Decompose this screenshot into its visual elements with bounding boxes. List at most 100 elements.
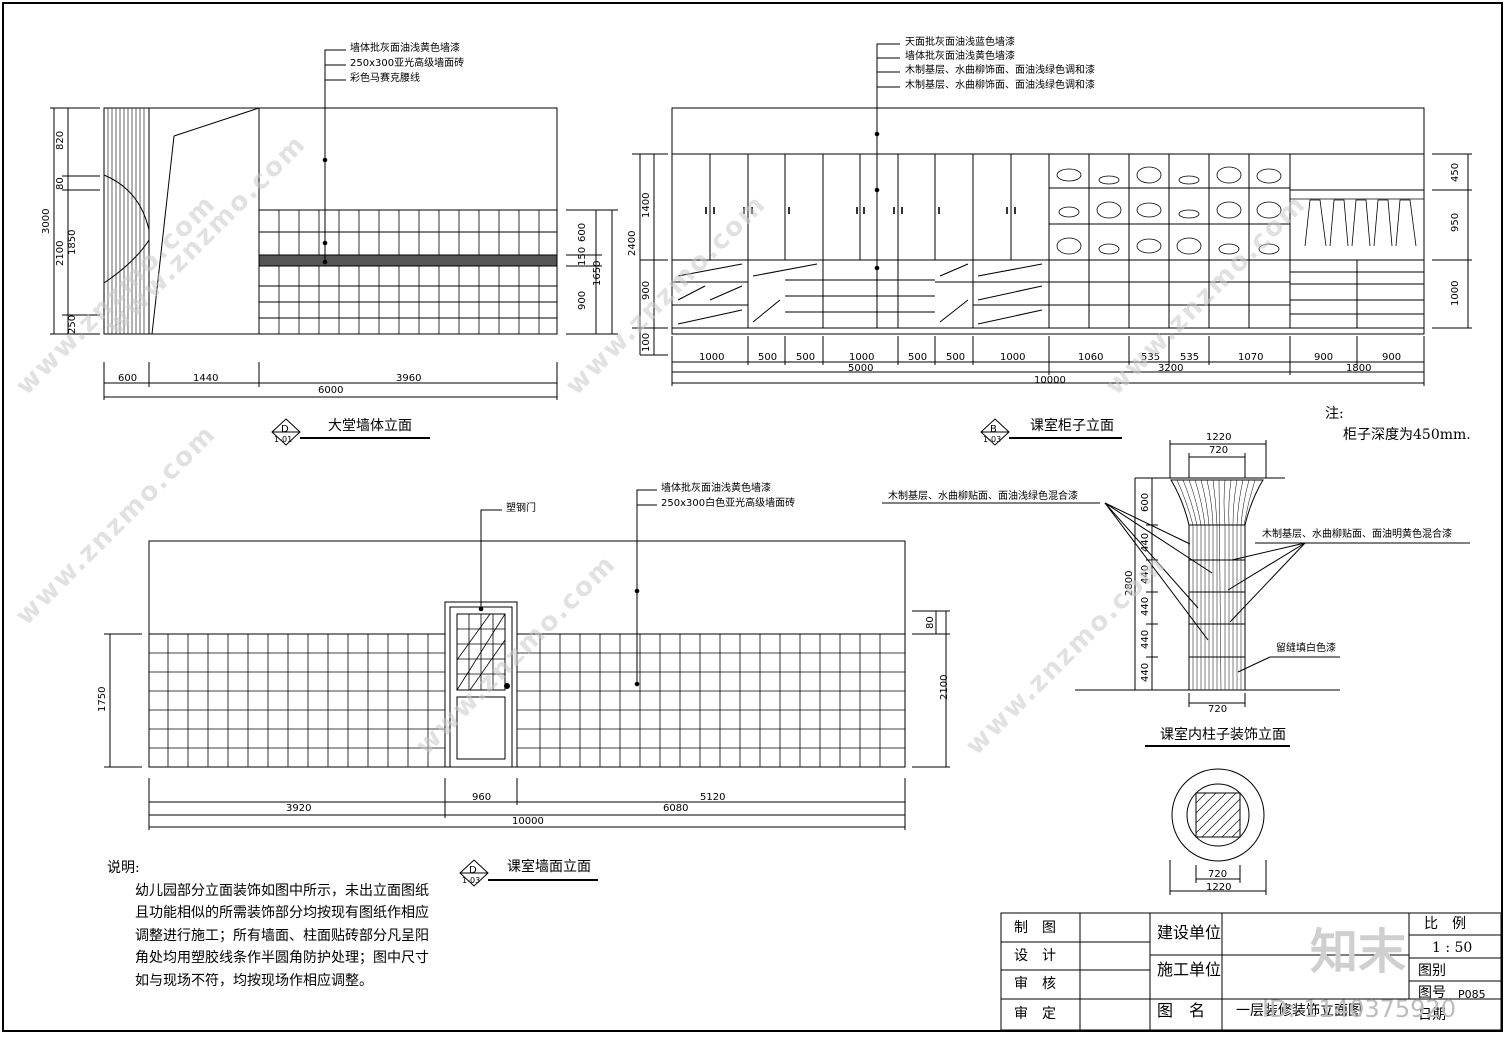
cabinet-dim-1000: 1000 [1450, 280, 1461, 306]
column-plan-dim-1220: 1220 [1206, 882, 1232, 893]
title-block [1000, 912, 1502, 1031]
lobby-title: 大堂墙体立面 [328, 418, 412, 434]
classwall-dim-960: 960 [472, 792, 492, 803]
watermark-id: ID: 1140375920 [1262, 995, 1456, 1023]
cabinet-dim-2400: 2400 [627, 230, 638, 256]
lobby-note-3: 彩色马赛克腰线 [350, 73, 420, 84]
column-dim-600: 600 [1140, 492, 1151, 512]
cabinet-dim-450: 450 [1450, 162, 1461, 182]
cabinet-dim-h-2: 500 [758, 352, 778, 363]
tb-drawn: 制 图 [1014, 920, 1056, 936]
cabinet-dim-h-4: 1000 [849, 352, 875, 363]
classwall-note-2: 250x300白色亚光高级墙面砖 [661, 498, 796, 509]
cabinet-dim-h-12: 900 [1314, 352, 1334, 363]
column-plan-dim-720: 720 [1208, 869, 1228, 880]
cabinet-dim-h-13: 900 [1382, 352, 1402, 363]
description-line-5: 如与现场不符，均按现场作相应调整。 [135, 973, 373, 989]
cabinet-note-2: 墙体批灰面油浅黄色墙漆 [905, 51, 1015, 62]
classwall-dim-1750: 1750 [97, 686, 108, 712]
column-dim-1220: 1220 [1206, 432, 1232, 443]
lobby-dim-80: 80 [55, 177, 66, 190]
lobby-dim-1650: 1650 [592, 260, 603, 286]
lobby-tag-letter: D [281, 424, 289, 435]
cabinet-dim-950: 950 [1450, 212, 1461, 232]
lobby-dim-2100: 2100 [55, 240, 66, 266]
tb-scale-label: 比 例 [1424, 916, 1466, 932]
cabinet-dim-h-9: 535 [1141, 352, 1161, 363]
tb-client: 建设单位 [1157, 923, 1222, 942]
classwall-dim-10000: 10000 [512, 816, 544, 827]
cabinet-note-3: 木制基层、水曲柳饰面、面油浅绿色调和漆 [905, 65, 1095, 76]
cabinet-dim-1400: 1400 [641, 192, 652, 218]
lobby-dim-1850: 1850 [67, 229, 78, 255]
cabinet-dim-h-3: 500 [796, 352, 816, 363]
tb-number: 图号 [1418, 985, 1446, 1001]
description-line-4: 角处均用塑胶线条作半圆角防护处理；图中尺寸 [135, 950, 429, 966]
watermark-brand: 知末 [1310, 924, 1407, 980]
column-dim-bottom: 720 [1208, 704, 1228, 715]
cabinet-dim-h-11: 1070 [1238, 352, 1264, 363]
cabinet-dim-h-6: 500 [946, 352, 966, 363]
classwall-dim-5120: 5120 [700, 792, 726, 803]
cabinet-dim-total: 10000 [1034, 375, 1066, 386]
tb-number-value: P085 [1458, 988, 1486, 1001]
cabinet-dim-h-8: 1060 [1078, 352, 1104, 363]
cabinet-tag-letter: B [990, 424, 997, 435]
lobby-dim-h-6000: 6000 [318, 385, 344, 396]
description-line-3: 调整进行施工；所有墙面、柱面贴砖部分凡呈阳 [135, 928, 429, 944]
column-elevation [882, 440, 1470, 895]
lobby-dim-820: 820 [55, 130, 66, 150]
lobby-dim-600: 600 [577, 222, 588, 242]
column-dim-440-5: 440 [1140, 662, 1151, 682]
tb-design: 设 计 [1014, 948, 1056, 964]
column-note-gap: 留缝填白色漆 [1276, 643, 1336, 654]
cabinet-dim-group-2: 3200 [1158, 363, 1184, 374]
classwall-door-label: 塑钢门 [506, 503, 536, 514]
cabinet-tag-ref: 1-03 [983, 435, 1002, 444]
classwall-elevation [104, 489, 950, 887]
tb-scale-value: 1 : 50 [1432, 940, 1473, 956]
tb-contractor: 施工单位 [1157, 960, 1222, 979]
lobby-dim-150: 150 [577, 246, 588, 266]
cabinet-note-text: 柜子深度为450mm. [1343, 427, 1471, 443]
tb-approve: 审 定 [1014, 1006, 1056, 1022]
description-line-2: 且功能相似的所需装饰部分均按现有图纸作相应 [135, 905, 429, 921]
cabinet-dim-h-5: 500 [908, 352, 928, 363]
cabinet-title: 课室柜子立面 [1030, 418, 1114, 434]
cabinet-note-label: 注: [1325, 406, 1344, 422]
lobby-dim-h-1440: 1440 [193, 373, 219, 384]
column-note-left: 木制基层、水曲柳贴面、面油浅绿色混合漆 [888, 491, 1078, 502]
classwall-dim-3920: 3920 [286, 803, 312, 814]
lobby-elevation [50, 49, 618, 446]
cabinet-note-4: 木制基层、水曲柳饰面、面油浅绿色调和漆 [905, 80, 1095, 91]
tb-date: 日期 [1418, 1007, 1446, 1023]
cabinet-elevation [632, 43, 1472, 446]
tb-name-label: 图 名 [1157, 1001, 1206, 1020]
classwall-dim-80: 80 [925, 616, 936, 629]
tb-name-value: 一层装修装饰立面图 [1236, 1003, 1362, 1019]
classwall-title: 课室墙面立面 [507, 859, 591, 875]
classwall-dim-6080: 6080 [663, 803, 689, 814]
lobby-dim-3000: 3000 [41, 208, 52, 234]
tb-check: 审 核 [1014, 976, 1056, 992]
column-note-right: 木制基层、水曲柳贴面、面油明黄色混合漆 [1262, 529, 1452, 540]
lobby-dim-h-3960: 3960 [396, 373, 422, 384]
cabinet-dim-h-7: 1000 [1000, 352, 1026, 363]
lobby-tag-ref: 1-01 [274, 435, 293, 444]
lobby-dim-h-600: 600 [118, 373, 138, 384]
column-title: 课室内柱子装饰立面 [1160, 727, 1286, 743]
lobby-dim-900: 900 [577, 290, 588, 310]
cabinet-dim-h-1: 1000 [699, 352, 725, 363]
classwall-note-1: 墙体批灰面油浅黄色墙漆 [661, 483, 771, 494]
cabinet-dim-group-1: 5000 [848, 363, 874, 374]
tb-category: 图别 [1418, 963, 1446, 979]
cabinet-note-1: 天面批灰面油浅蓝色墙漆 [905, 37, 1015, 48]
classwall-dim-2100: 2100 [939, 674, 950, 700]
cabinet-dim-group-3: 1800 [1346, 363, 1372, 374]
classwall-tag-letter: D [469, 865, 477, 876]
description-line-1: 幼儿园部分立面装饰如图中所示，未出立面图纸 [135, 883, 429, 899]
lobby-note-1: 墙体批灰面油浅黄色墙漆 [350, 43, 460, 54]
lobby-note-2: 250x300亚光高级墙面砖 [350, 58, 465, 69]
